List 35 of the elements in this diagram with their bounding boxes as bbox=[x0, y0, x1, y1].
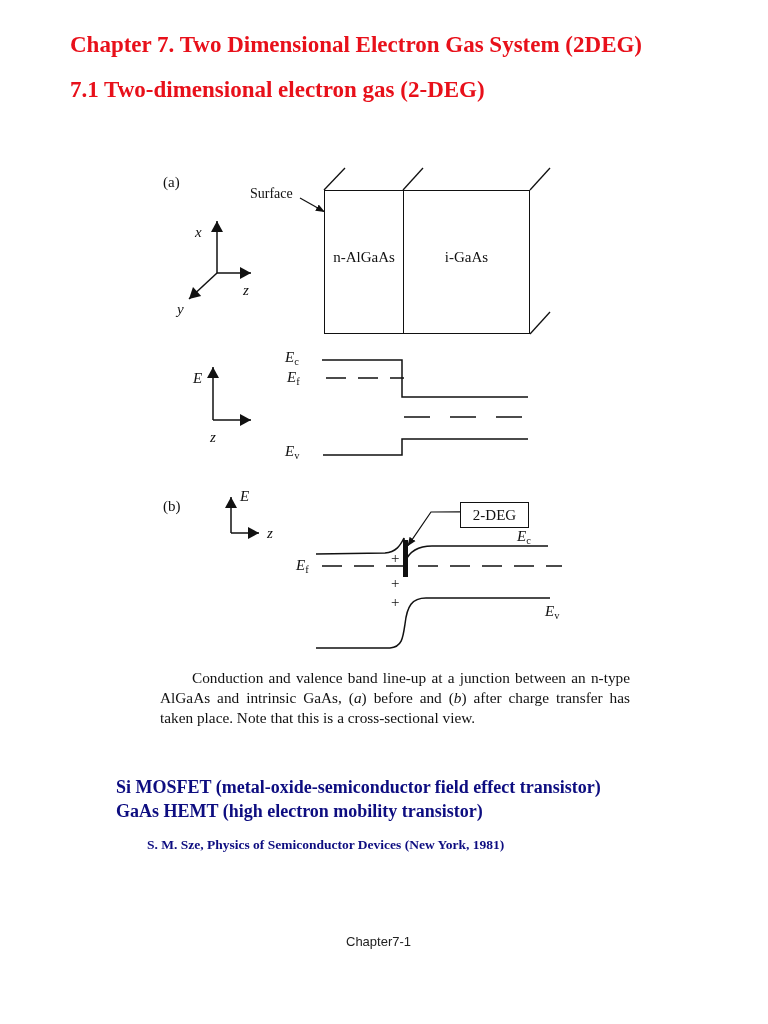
plus-sign: + bbox=[391, 576, 400, 591]
axis-label: z bbox=[267, 526, 273, 541]
i-layer-block bbox=[403, 190, 530, 334]
figure-caption: Conduction and valence band line-up at a junction between an n-type AlGaAs and intrinsic GaAs, (a) before and (b) after charge transfer has taken place. Note that this is a cross-sectional view. bbox=[160, 668, 630, 728]
band-label: E$_{v}$ bbox=[285, 444, 300, 462]
leader-line bbox=[299, 197, 325, 213]
axis-label: y bbox=[177, 302, 184, 317]
panel-label: (b) bbox=[163, 499, 181, 514]
surface-label: Surface bbox=[250, 186, 293, 202]
band-label: E$_{f}$ bbox=[287, 370, 300, 388]
plus-sign: + bbox=[391, 595, 400, 610]
leader-line bbox=[407, 511, 461, 547]
section-heading: 7.1 Two-dimensional electron gas (2-DEG) bbox=[70, 78, 485, 101]
axis-label: x bbox=[195, 225, 202, 240]
device-line: Si MOSFET (metal-oxide-semiconductor field effect transistor) bbox=[116, 778, 601, 796]
plus-sign: + bbox=[391, 551, 400, 566]
box-label: 2-DEG bbox=[472, 506, 517, 524]
axis-label: E bbox=[193, 371, 203, 386]
axis-label: z bbox=[243, 283, 249, 298]
axis-label: z bbox=[210, 430, 216, 445]
label-box bbox=[460, 502, 529, 528]
layer-label: n-AlGaAs bbox=[333, 248, 395, 266]
panel-label: (a) bbox=[163, 175, 180, 190]
electron-gas-bar bbox=[403, 540, 408, 577]
layer-label: i-GaAs bbox=[444, 248, 489, 266]
band-label: E$_{f}$ bbox=[296, 558, 309, 576]
reference: S. M. Sze, Physics of Semiconductor Devices (New York, 1981) bbox=[147, 838, 505, 852]
page-number: Chapter7-1 bbox=[346, 935, 412, 948]
band-label: E$_{c}$ bbox=[517, 529, 531, 547]
band-label: E$_{c}$ bbox=[285, 350, 299, 368]
n-layer-block bbox=[324, 190, 404, 334]
axis-label: E bbox=[240, 489, 250, 504]
device-line: GaAs HEMT (high electron mobility transistor) bbox=[116, 802, 483, 820]
band-label: E$_{v}$ bbox=[545, 604, 560, 622]
chapter-title: Chapter 7. Two Dimensional Electron Gas System (2DEG) bbox=[70, 33, 643, 56]
